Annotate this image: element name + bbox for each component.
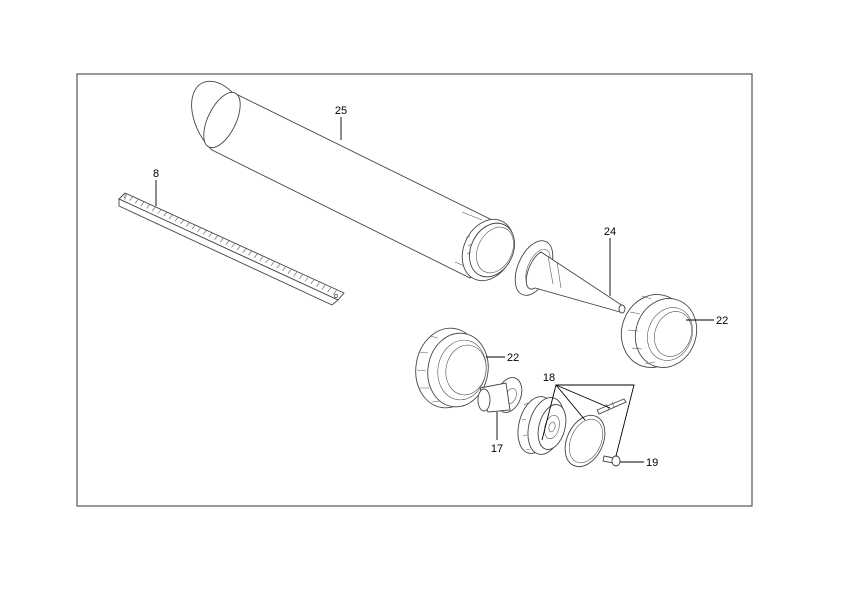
rack-tooth: [321, 285, 326, 290]
leader-lines: [155, 117, 714, 463]
label-17: 17: [491, 443, 503, 455]
rack-tooth: [259, 256, 264, 261]
label-22-right: 22: [716, 315, 728, 327]
rack-tooth: [191, 225, 196, 230]
rack-tooth: [293, 271, 297, 277]
rack-tooth: [316, 282, 320, 287]
clip-pin-part: [596, 398, 627, 415]
rack-tooth: [225, 240, 230, 246]
rack-tooth: [180, 219, 184, 225]
rack-tooth: [327, 287, 331, 292]
rack-tooth: [265, 258, 269, 264]
barrel-tube-part: [191, 80, 515, 282]
rack-tooth: [135, 199, 139, 204]
rack-tooth: [282, 266, 286, 272]
label-24: 24: [604, 226, 616, 238]
rack-tooth: [140, 201, 145, 206]
rack-tooth: [169, 214, 173, 220]
label-22-left: 22: [507, 352, 519, 364]
threaded-cap-right-part: [620, 294, 698, 368]
rack-tooth: [236, 245, 241, 251]
piston-part: [517, 396, 567, 455]
rack-tooth: [123, 193, 128, 199]
rack-tooth: [146, 204, 150, 209]
rack-tooth: [174, 217, 179, 222]
label-25: 25: [335, 105, 347, 117]
nozzle-part: [514, 240, 626, 314]
screw-part: [602, 455, 621, 467]
diagram-frame: [76, 73, 753, 507]
plunger-shaft-part: [477, 377, 523, 413]
rack-bar-part: [118, 192, 345, 306]
rack-tooth: [202, 230, 207, 235]
seal-ring-part: [564, 414, 606, 468]
rack-tooth: [242, 248, 247, 253]
threaded-cap-left-part: [415, 327, 489, 409]
rack-tooth: [163, 212, 167, 217]
rack-tooth: [304, 277, 309, 282]
rack-tooth: [129, 196, 133, 201]
rack-tooth: [299, 274, 303, 279]
rack-tooth: [152, 206, 156, 212]
label-18: 18: [543, 372, 555, 384]
rack-tooth: [157, 209, 162, 214]
label-19: 19: [646, 457, 658, 469]
rack-tooth: [276, 264, 281, 269]
rack-tooth: [214, 235, 218, 240]
rack-tooth: [310, 279, 314, 285]
rack-tooth: [197, 227, 201, 233]
rack-tooth: [208, 232, 213, 238]
rack-tooth: [333, 290, 337, 295]
rack-tooth: [287, 269, 292, 274]
rack-tooth: [185, 222, 190, 227]
rack-tooth: [248, 251, 252, 256]
rack-tooth: [253, 253, 258, 259]
rack-tooth: [270, 261, 275, 266]
rack-tooth: [219, 238, 224, 243]
rack-tooth: [231, 243, 235, 248]
label-8: 8: [153, 168, 159, 180]
